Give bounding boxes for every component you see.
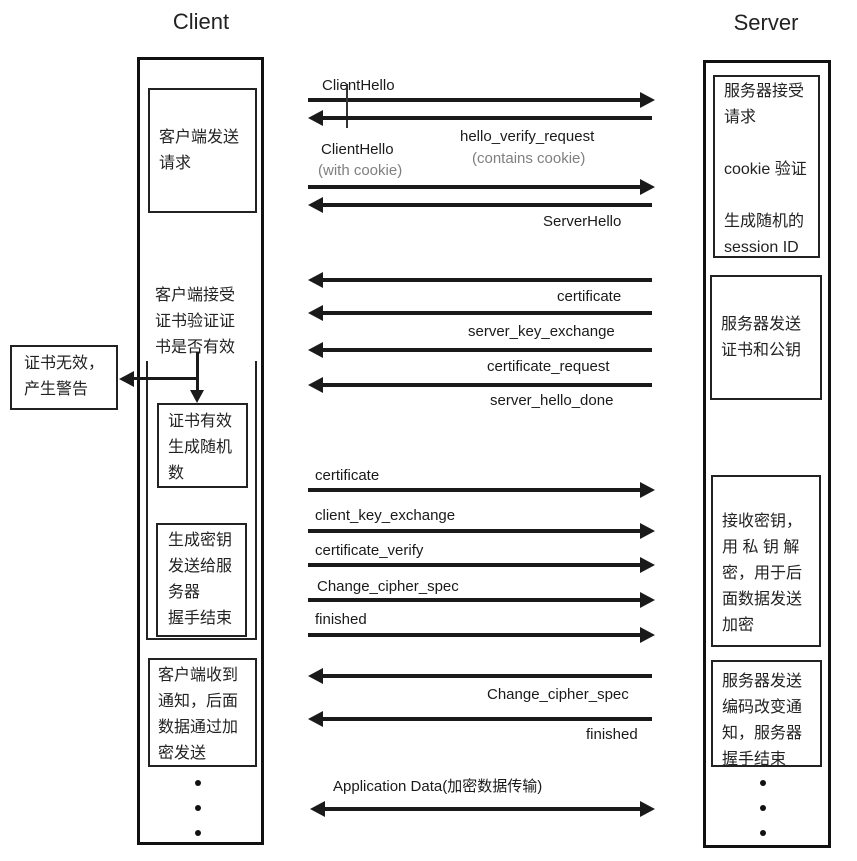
client-ellipsis-dot — [195, 830, 201, 836]
cert-valid-box: 证书有效 生成随机 数 — [157, 403, 248, 488]
arrow-serverhello — [308, 197, 652, 213]
label-certificate-client: certificate — [315, 467, 380, 484]
arrow-change-cipher-spec-client — [308, 592, 655, 608]
label-contains-cookie: (contains cookie) — [472, 150, 586, 167]
server-recv-key-box: 接收密钥， 用 私 钥 解 密，用于后 面数据发送 加密 — [711, 475, 821, 647]
arrow-client-key-exchange — [308, 523, 655, 539]
arrow-hello-verify-request — [308, 110, 652, 126]
arrow-server-hello-done — [308, 377, 652, 393]
label-clienthello-2: ClientHello — [321, 141, 394, 158]
label-certificate-request: certificate_request — [487, 358, 610, 375]
arrow-certificate-client — [308, 482, 655, 498]
client-ellipsis-dot — [195, 805, 201, 811]
label-clienthello-1: ClientHello — [322, 77, 395, 94]
label-finished-server: finished — [586, 726, 638, 743]
gen-key-box: 生成密钥 发送给服 务器 握手结束 — [156, 523, 247, 637]
server-ellipsis-dot — [760, 805, 766, 811]
label-with-cookie: (with cookie) — [318, 162, 403, 179]
arrow-application-data — [310, 801, 655, 817]
label-client-key-exchange: client_key_exchange — [315, 507, 456, 524]
arrow-certificate-server — [308, 272, 652, 288]
label-hello-verify-request: hello_verify_request — [460, 128, 595, 145]
arrow-certificate-verify — [308, 557, 655, 573]
client-title: Client — [172, 9, 230, 34]
server-title: Server — [733, 10, 799, 35]
label-serverhello: ServerHello — [543, 213, 622, 230]
label-server-hello-done: server_hello_done — [490, 392, 614, 409]
client-notified-box: 客户端收到 通知，后面 数据通过加 密发送 — [148, 658, 257, 767]
server-ellipsis-dot — [760, 830, 766, 836]
arrow-cert-valid-down — [190, 352, 204, 403]
label-change-cipher-spec-server: Change_cipher_spec — [487, 686, 629, 703]
client-send-request-box: 客户端发送 请求 — [148, 88, 257, 213]
server-ellipsis-dot — [760, 780, 766, 786]
server-accept-box: 服务器接受 请求 cookie 验证 生成随机的 session ID — [713, 75, 820, 258]
label-finished-client: finished — [315, 611, 367, 628]
label-certificate-server: certificate — [557, 288, 622, 305]
arrow-server-key-exchange — [308, 305, 652, 321]
server-cipher-change-box: 服务器发送 编码改变通 知，服务器 握手结束 — [711, 660, 822, 768]
warning-box: 证书无效， 产生警告 — [10, 345, 118, 410]
arrow-change-cipher-spec-server — [308, 668, 652, 684]
server-send-cert-box: 服务器发送 证书和公钥 — [710, 275, 822, 400]
label-application-data: Application Data(加密数据传输) — [333, 778, 543, 795]
label-server-key-exchange: server_key_exchange — [468, 323, 615, 340]
arrow-certificate-request — [308, 342, 652, 358]
tick-mark — [346, 84, 348, 128]
arrow-finished-server — [308, 711, 652, 727]
label-certificate-verify: certificate_verify — [315, 542, 424, 559]
arrow-clienthello-1 — [308, 92, 655, 108]
arrow-finished-client — [308, 627, 655, 643]
client-ellipsis-dot — [195, 780, 201, 786]
arrow-to-warning — [119, 371, 199, 387]
label-change-cipher-spec-client: Change_cipher_spec — [317, 578, 459, 595]
client-accept-cert-text: 客户端接受 证书验证证 书是否有效 — [146, 275, 257, 361]
arrow-clienthello-2 — [308, 179, 655, 195]
